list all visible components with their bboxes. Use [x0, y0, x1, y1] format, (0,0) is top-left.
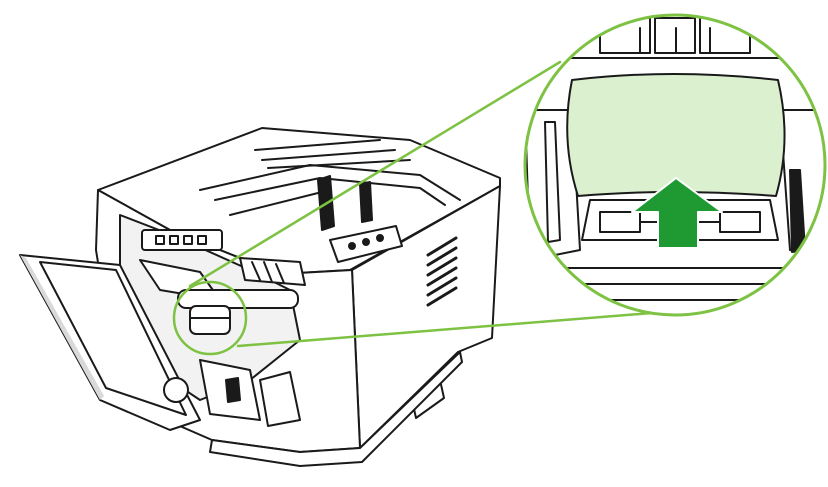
panel-button-icon — [362, 238, 370, 246]
panel-button-icon — [348, 242, 356, 250]
printer — [19, 127, 501, 467]
callout-line-top — [188, 60, 562, 288]
lower-mechanism — [199, 359, 301, 427]
arrow-up-icon — [631, 177, 723, 249]
separation-pad — [566, 73, 786, 197]
callout-line-bottom — [236, 311, 654, 348]
door-latch-icon — [163, 377, 189, 403]
callout-source-circle — [172, 280, 248, 356]
output-slot — [254, 139, 411, 169]
zoom-outline — [523, 13, 827, 317]
panel-button-icon — [376, 234, 384, 242]
vent-grille — [426, 236, 458, 307]
front-door-inner — [39, 261, 187, 416]
zoom-callout-icon — [172, 60, 654, 356]
paper-guide — [317, 175, 373, 231]
door-shadow — [20, 255, 104, 400]
bottom-tray — [209, 351, 463, 467]
zoom-side-structure — [525, 109, 825, 261]
zoom-detail — [523, 13, 827, 317]
